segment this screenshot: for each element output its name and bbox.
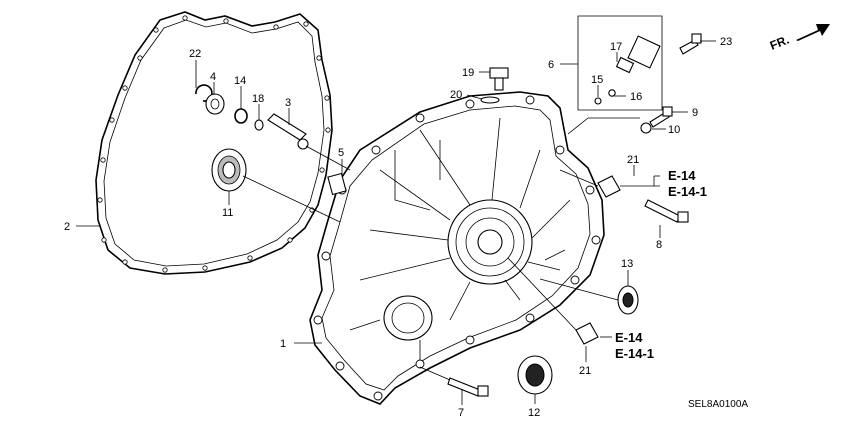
washer-20	[480, 96, 500, 104]
bolt-23	[679, 33, 702, 55]
oring-16	[608, 89, 616, 97]
seal-12	[517, 355, 553, 395]
plug-19	[489, 67, 509, 91]
oring-15	[594, 97, 602, 105]
ref-upper-e14-1: E-14-1	[668, 184, 707, 199]
seal-4	[205, 93, 225, 115]
transmission-housing	[309, 91, 605, 405]
label-part-19: 19	[462, 67, 474, 79]
bracket-5	[327, 172, 347, 196]
label-part-14: 14	[234, 75, 246, 87]
label-part-7: 7	[458, 407, 464, 419]
label-part-16: 16	[630, 91, 642, 103]
ref-lower-e14-1: E-14-1	[615, 346, 654, 361]
washer-18	[254, 119, 264, 131]
dowel-pin-lower	[575, 322, 599, 345]
bearing-11	[211, 148, 247, 192]
sensor-17	[615, 35, 661, 74]
gasket-outline	[95, 11, 333, 275]
leader-lines	[76, 40, 716, 405]
label-part-5: 5	[338, 147, 344, 159]
label-part-3: 3	[285, 97, 291, 109]
bolt-7	[447, 377, 489, 397]
seal-13	[617, 285, 639, 315]
dowel-pin-upper	[597, 175, 621, 198]
label-part-8: 8	[656, 239, 662, 251]
front-arrow-icon: FR.	[768, 24, 830, 53]
label-part-9: 9	[692, 107, 698, 119]
group-bracket-6	[577, 15, 663, 111]
diagram-code: SEL8A0100A	[688, 399, 748, 410]
label-part-23: 23	[720, 36, 732, 48]
oring-14	[234, 108, 248, 124]
label-part-6: 6	[548, 59, 554, 71]
label-part-13: 13	[621, 258, 633, 270]
label-part-4: 4	[210, 71, 216, 83]
label-part-20: 20	[450, 89, 462, 101]
ref-upper-e14: E-14	[668, 168, 696, 183]
label-part-21-upper: 21	[627, 154, 639, 166]
label-part-17: 17	[610, 41, 622, 53]
bolt-9	[649, 106, 673, 128]
label-part-18: 18	[252, 93, 264, 105]
label-part-2: 2	[64, 221, 70, 233]
ref-lower-e14: E-14	[615, 330, 643, 345]
shaft-3	[267, 113, 309, 150]
label-part-22: 22	[189, 48, 201, 60]
label-part-15: 15	[591, 74, 603, 86]
label-part-21-lower: 21	[579, 365, 591, 377]
label-part-10: 10	[668, 124, 680, 136]
label-part-12: 12	[528, 407, 540, 419]
label-part-1: 1	[280, 338, 286, 350]
bolt-8	[644, 199, 689, 223]
front-arrow-label: FR.	[768, 33, 791, 53]
washer-10	[640, 122, 652, 134]
label-part-11: 11	[222, 207, 233, 219]
